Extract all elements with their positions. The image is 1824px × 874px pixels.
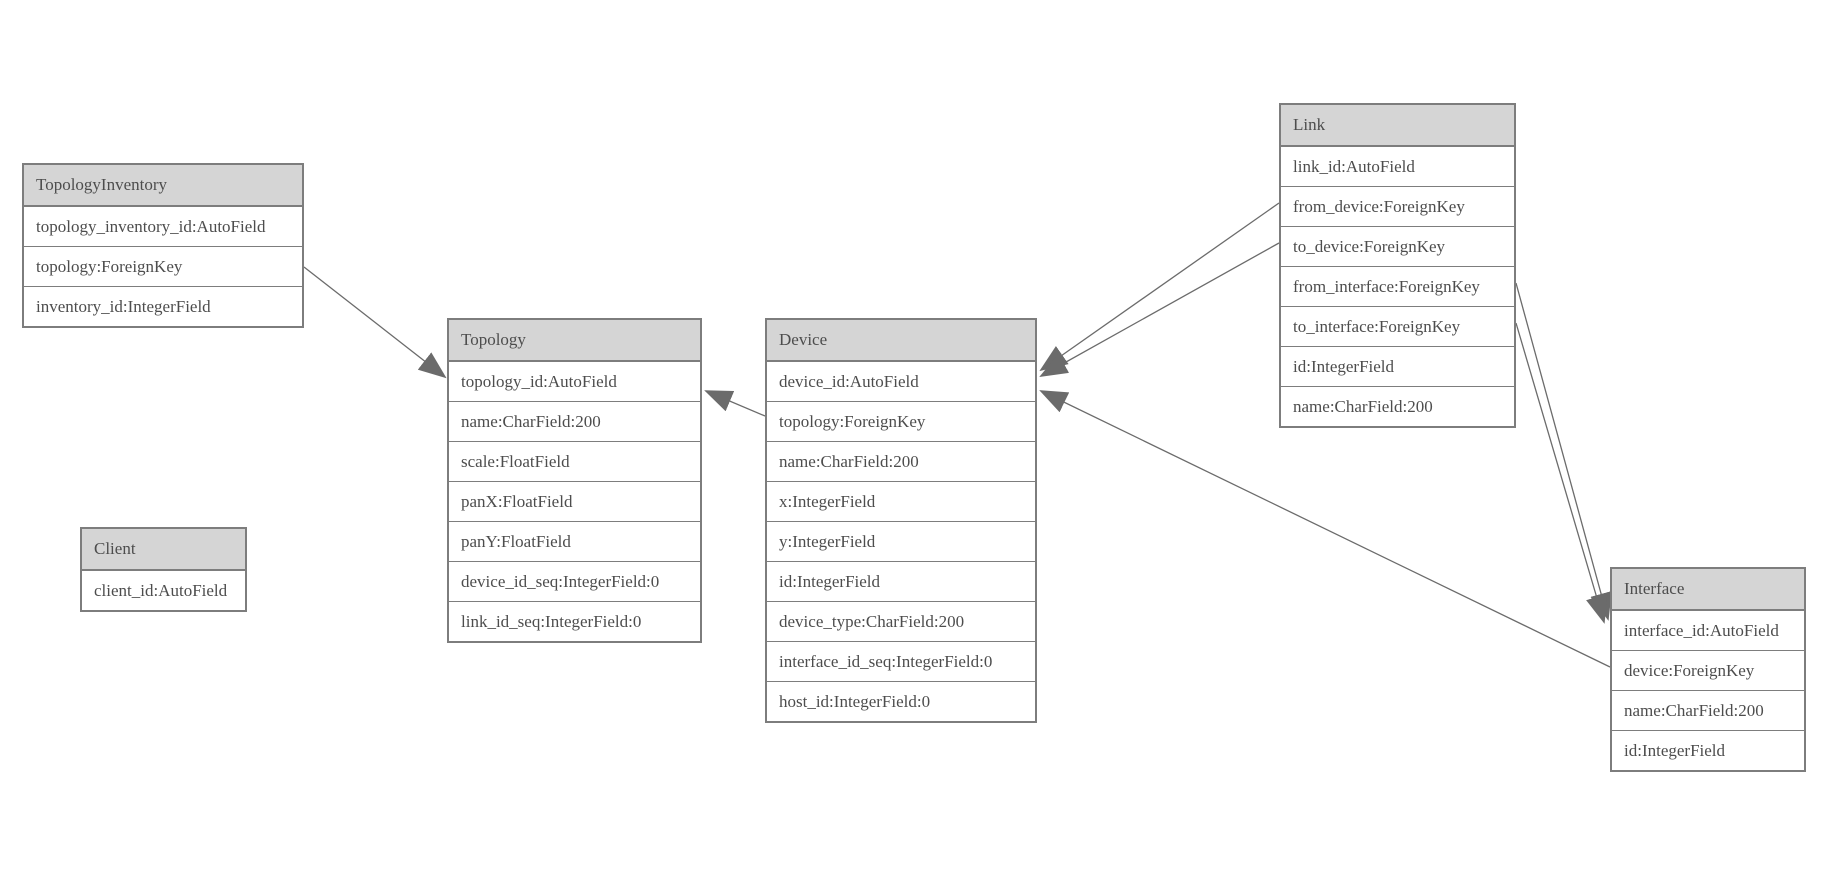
field-row: name:CharField:200 xyxy=(1281,387,1514,426)
field-row: inventory_id:IntegerField xyxy=(24,287,302,326)
field-row: panX:FloatField xyxy=(449,482,700,522)
field-row: scale:FloatField xyxy=(449,442,700,482)
edge-link-from-interface xyxy=(1515,282,1612,621)
field-row: device_id:AutoField xyxy=(767,362,1035,402)
entity-header-interface: Interface xyxy=(1612,569,1804,611)
edge-link-to-device xyxy=(1039,242,1280,377)
entity-header-link: Link xyxy=(1281,105,1514,147)
field-row: host_id:IntegerField:0 xyxy=(767,682,1035,721)
entity-table-link[interactable]: Link link_id:AutoField from_device:Forei… xyxy=(1279,103,1516,428)
field-row: id:IntegerField xyxy=(1281,347,1514,387)
field-row: from_interface:ForeignKey xyxy=(1281,267,1514,307)
field-row: id:IntegerField xyxy=(1612,731,1804,770)
field-row: to_interface:ForeignKey xyxy=(1281,307,1514,347)
entity-header-device: Device xyxy=(767,320,1035,362)
edge-device-topology xyxy=(704,390,766,417)
field-row: link_id:AutoField xyxy=(1281,147,1514,187)
entity-header-topologyinventory: TopologyInventory xyxy=(24,165,302,207)
field-row: y:IntegerField xyxy=(767,522,1035,562)
field-row: topology:ForeignKey xyxy=(767,402,1035,442)
edge-interface-device xyxy=(1039,390,1611,668)
field-row: device_id_seq:IntegerField:0 xyxy=(449,562,700,602)
edge-link-from-device xyxy=(1039,202,1280,372)
entity-header-client: Client xyxy=(82,529,245,571)
field-row: device_type:CharField:200 xyxy=(767,602,1035,642)
field-row: to_device:ForeignKey xyxy=(1281,227,1514,267)
field-row: topology:ForeignKey xyxy=(24,247,302,287)
field-row: panY:FloatField xyxy=(449,522,700,562)
edge-topologyinventory-topology xyxy=(303,266,447,379)
field-row: topology_inventory_id:AutoField xyxy=(24,207,302,247)
field-row: client_id:AutoField xyxy=(82,571,245,610)
field-row: from_device:ForeignKey xyxy=(1281,187,1514,227)
field-row: name:CharField:200 xyxy=(767,442,1035,482)
entity-table-client[interactable]: Client client_id:AutoField xyxy=(80,527,247,612)
field-row: id:IntegerField xyxy=(767,562,1035,602)
field-row: name:CharField:200 xyxy=(1612,691,1804,731)
field-row: link_id_seq:IntegerField:0 xyxy=(449,602,700,641)
entity-table-topology[interactable]: Topology topology_id:AutoField name:Char… xyxy=(447,318,702,643)
entity-table-interface[interactable]: Interface interface_id:AutoField device:… xyxy=(1610,567,1806,772)
field-row: topology_id:AutoField xyxy=(449,362,700,402)
entity-table-device[interactable]: Device device_id:AutoField topology:Fore… xyxy=(765,318,1037,723)
entity-table-topologyinventory[interactable]: TopologyInventory topology_inventory_id:… xyxy=(22,163,304,328)
field-row: interface_id_seq:IntegerField:0 xyxy=(767,642,1035,682)
edge-link-to-interface xyxy=(1515,322,1608,624)
field-row: device:ForeignKey xyxy=(1612,651,1804,691)
entity-header-topology: Topology xyxy=(449,320,700,362)
field-row: name:CharField:200 xyxy=(449,402,700,442)
field-row: interface_id:AutoField xyxy=(1612,611,1804,651)
field-row: x:IntegerField xyxy=(767,482,1035,522)
